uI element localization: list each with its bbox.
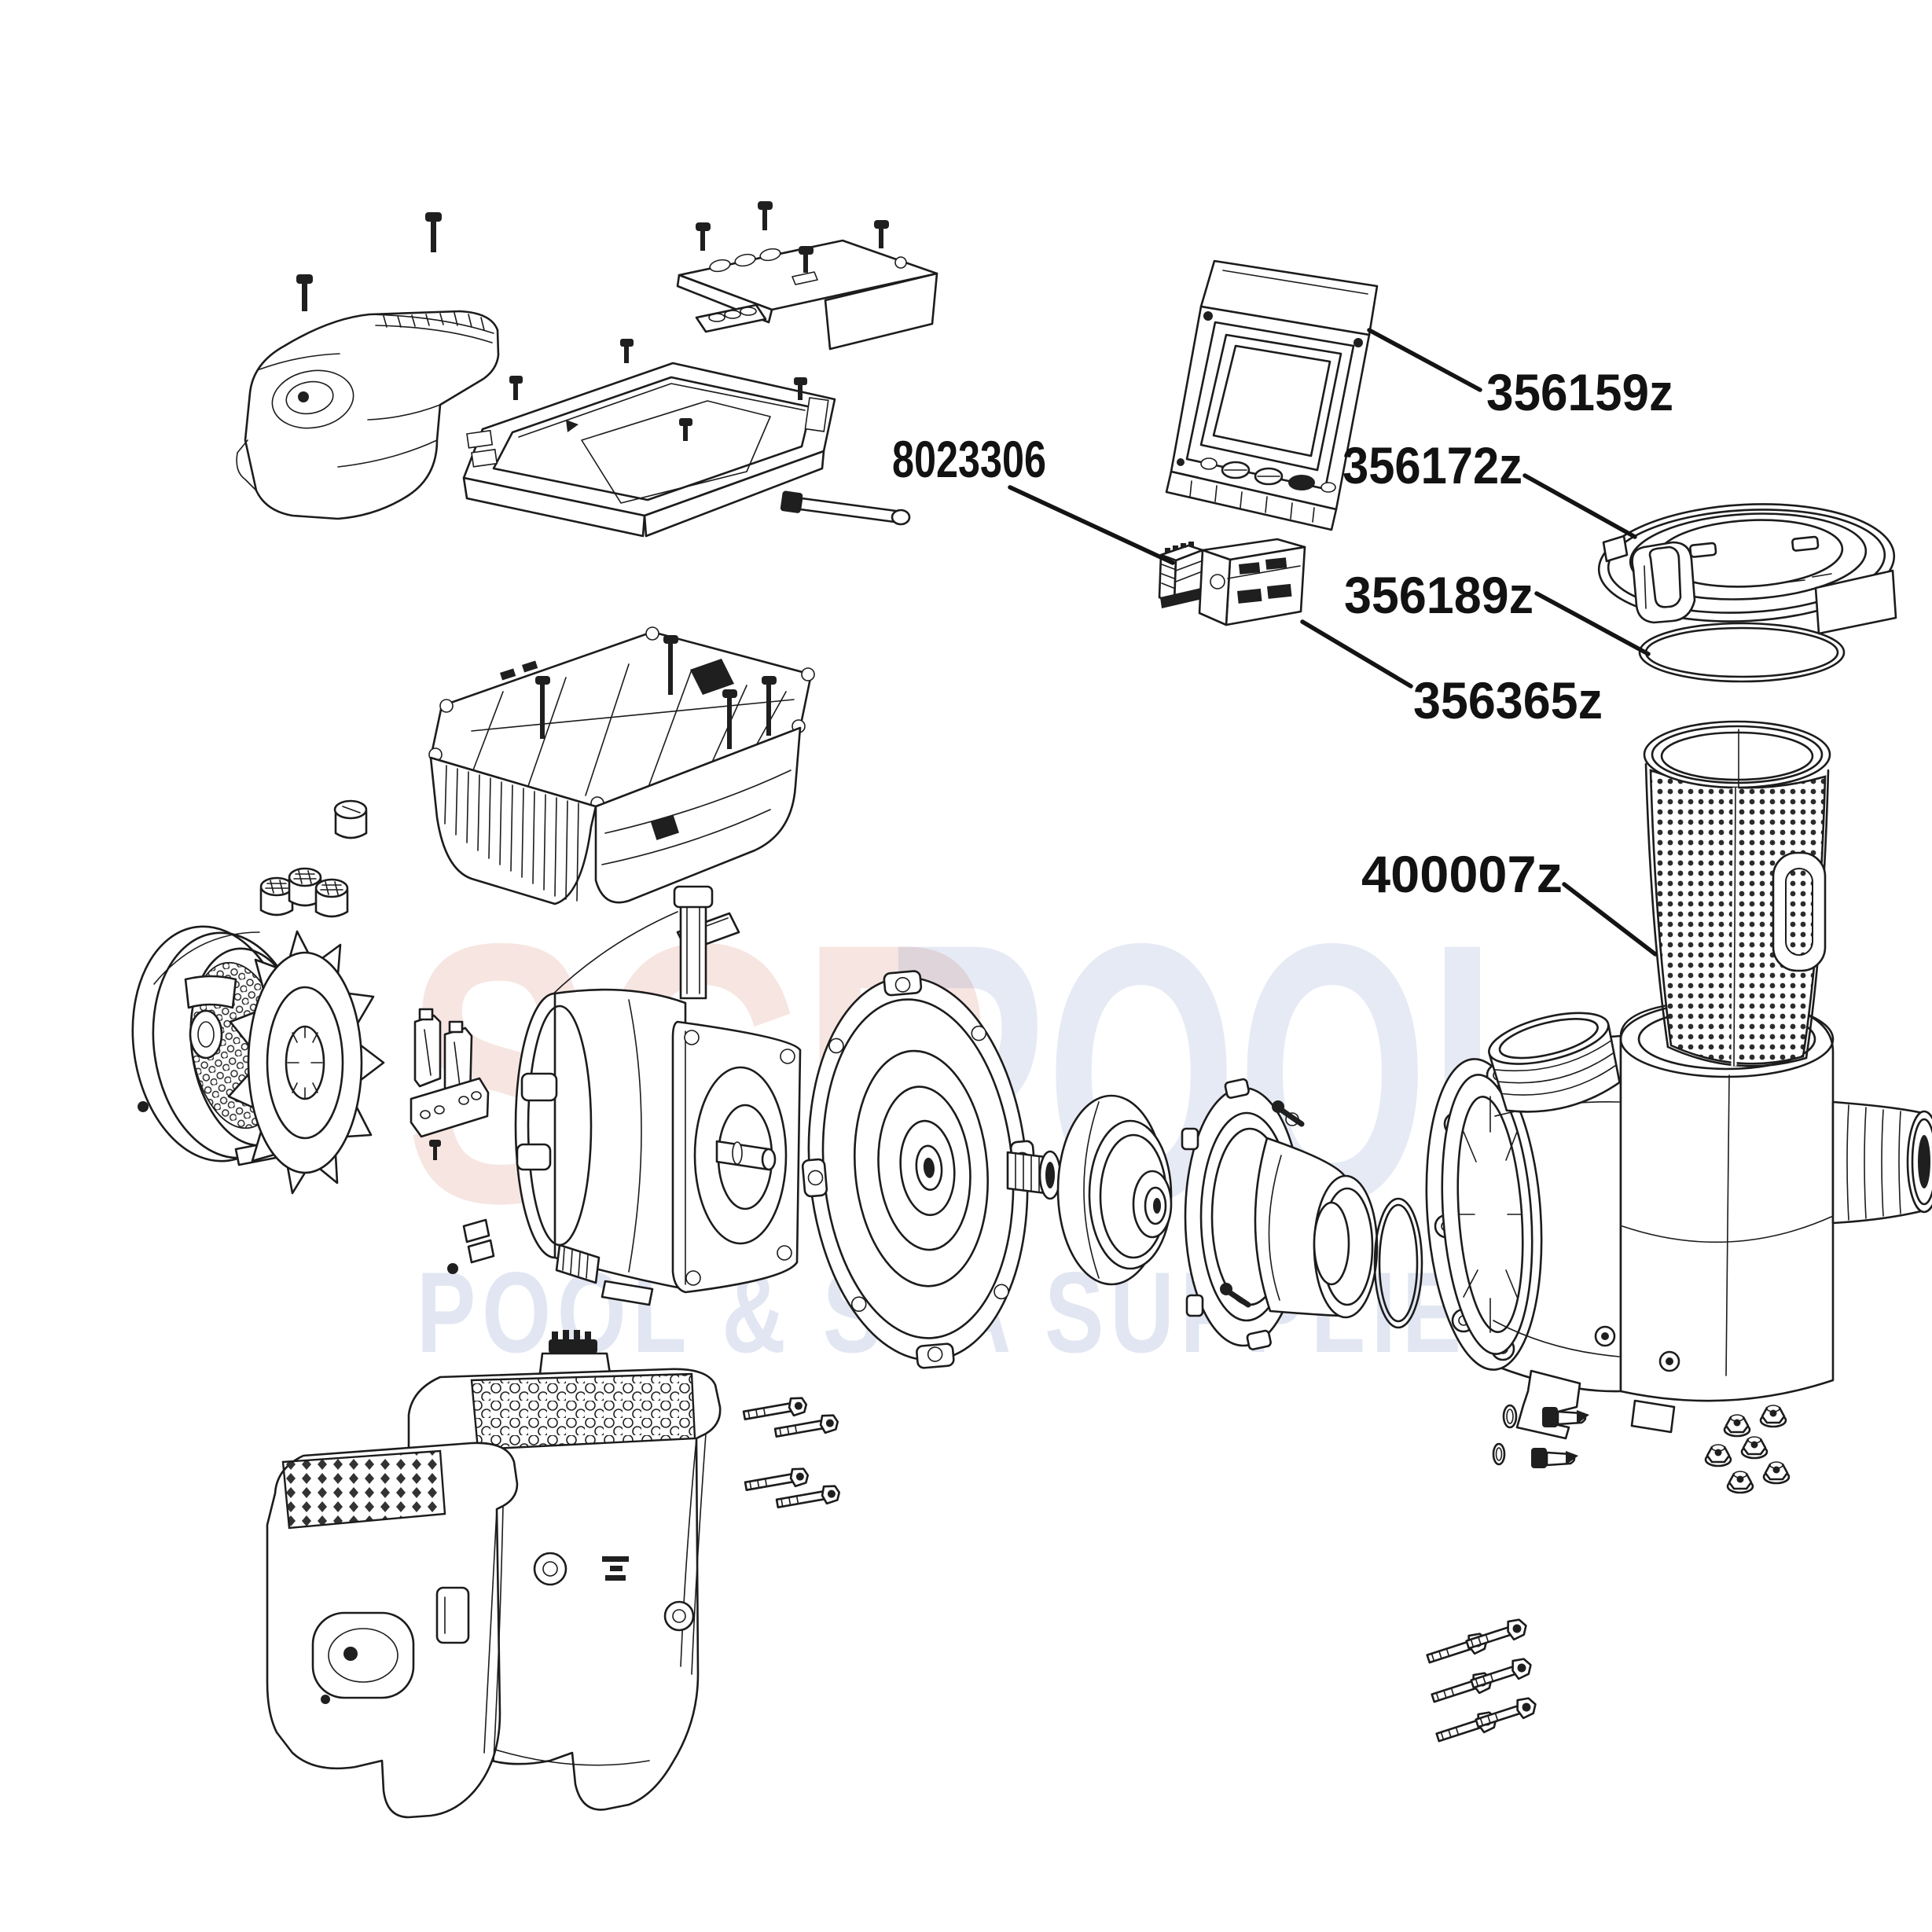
fan: [227, 930, 385, 1195]
top-plate-screw-3: [874, 220, 889, 248]
lid-clamp-ring: [1597, 503, 1897, 635]
drain-plug-1: [1542, 1407, 1589, 1427]
housing-pin: [780, 490, 911, 526]
lid-handle: [1631, 541, 1696, 624]
cover-rib-band: [383, 312, 485, 331]
housing-foot: [1515, 1369, 1581, 1440]
part-label-400007z: 400007z: [1361, 845, 1563, 903]
volute-flange: [1425, 1058, 1543, 1371]
canopy-bolt-2: [773, 1414, 839, 1438]
strainer-basket: [1643, 720, 1831, 1067]
top-plate-screw-4: [799, 246, 814, 273]
mounting-bracket: [410, 1008, 490, 1160]
canopy-emblem: [602, 1556, 629, 1581]
capacitor-2: [288, 867, 322, 907]
board-screw-2: [663, 635, 678, 695]
diffuser-screw-1: [1272, 1100, 1305, 1127]
top-plate-screw-2: [758, 201, 773, 230]
leader-line-356189z: [1534, 591, 1651, 656]
cover-gasket-strip: [695, 303, 767, 333]
canopy-bolt-1: [742, 1397, 808, 1420]
housing-screw-3: [794, 377, 807, 400]
basket-handle: [1772, 851, 1827, 972]
diffuser-o-ring: [1373, 1197, 1423, 1329]
housing-bolts: [1426, 1618, 1537, 1743]
canopy-left-half: [266, 1442, 519, 1819]
drive-control-board: [428, 626, 815, 905]
flange-nuts: [1704, 1405, 1791, 1494]
canopy-bolt-4: [775, 1485, 841, 1508]
sensor-clips: [447, 1218, 495, 1274]
impeller: [1056, 1094, 1173, 1286]
board-screw-4: [762, 676, 777, 736]
board-screw-1: [535, 676, 550, 739]
controller-display: [1165, 259, 1379, 531]
leader-line-400007z: [1562, 882, 1658, 957]
part-labels: 8023306 356159z 356172z 356189z 356365z 40000…: [892, 363, 1673, 903]
top-plate-screw-1: [696, 222, 711, 251]
leader-line-8023306: [1008, 485, 1175, 565]
drain-o-ring-2: [1492, 1442, 1506, 1466]
part-label-356172z: 356172z: [1342, 436, 1522, 494]
part-label-356159z: 356159z: [1486, 363, 1673, 421]
diffuser-cone: [1254, 1137, 1379, 1319]
housing-screw-4: [679, 418, 692, 441]
drive-cover-screw-2: [296, 274, 313, 311]
capacitor-1: [259, 876, 294, 916]
part-label-8023306: 8023306: [892, 430, 1046, 488]
leader-line-356365z: [1300, 619, 1413, 689]
leader-line-356159z: [1367, 328, 1482, 392]
canopy-bolt-3: [744, 1467, 810, 1491]
power-terminal-block: [1158, 538, 1306, 626]
motor: [514, 885, 802, 1306]
controller-buttons: [1200, 457, 1336, 493]
leader-lines: [1008, 328, 1658, 957]
housing-screw-2: [620, 339, 634, 363]
controller-terminals: [1189, 480, 1315, 523]
diffuser-screw-2: [1220, 1283, 1251, 1308]
bracket-screw: [429, 1140, 441, 1160]
drive-cover-side-panel: [236, 310, 500, 520]
capacitor-3: [314, 878, 349, 918]
leader-line-356172z: [1522, 473, 1637, 539]
seal-plate-drain-plug: [1006, 1150, 1062, 1200]
part-label-356189z: 356189z: [1344, 566, 1533, 624]
discharge-port: [1831, 1100, 1932, 1225]
suction-port: [1488, 1012, 1621, 1113]
pump-housing: [1425, 998, 1932, 1440]
housing-screw-1: [509, 376, 523, 400]
drive-cover-screw-1: [425, 212, 442, 252]
seal-plate: [801, 970, 1037, 1369]
part-label-356365z: 356365z: [1413, 671, 1603, 729]
drain-o-ring-1: [1502, 1404, 1518, 1429]
drive-housing: [462, 339, 911, 538]
board-screw-3: [722, 689, 737, 749]
grommet: [333, 799, 368, 839]
drain-plug-2: [1531, 1448, 1578, 1468]
motor-shaft: [715, 1140, 777, 1171]
